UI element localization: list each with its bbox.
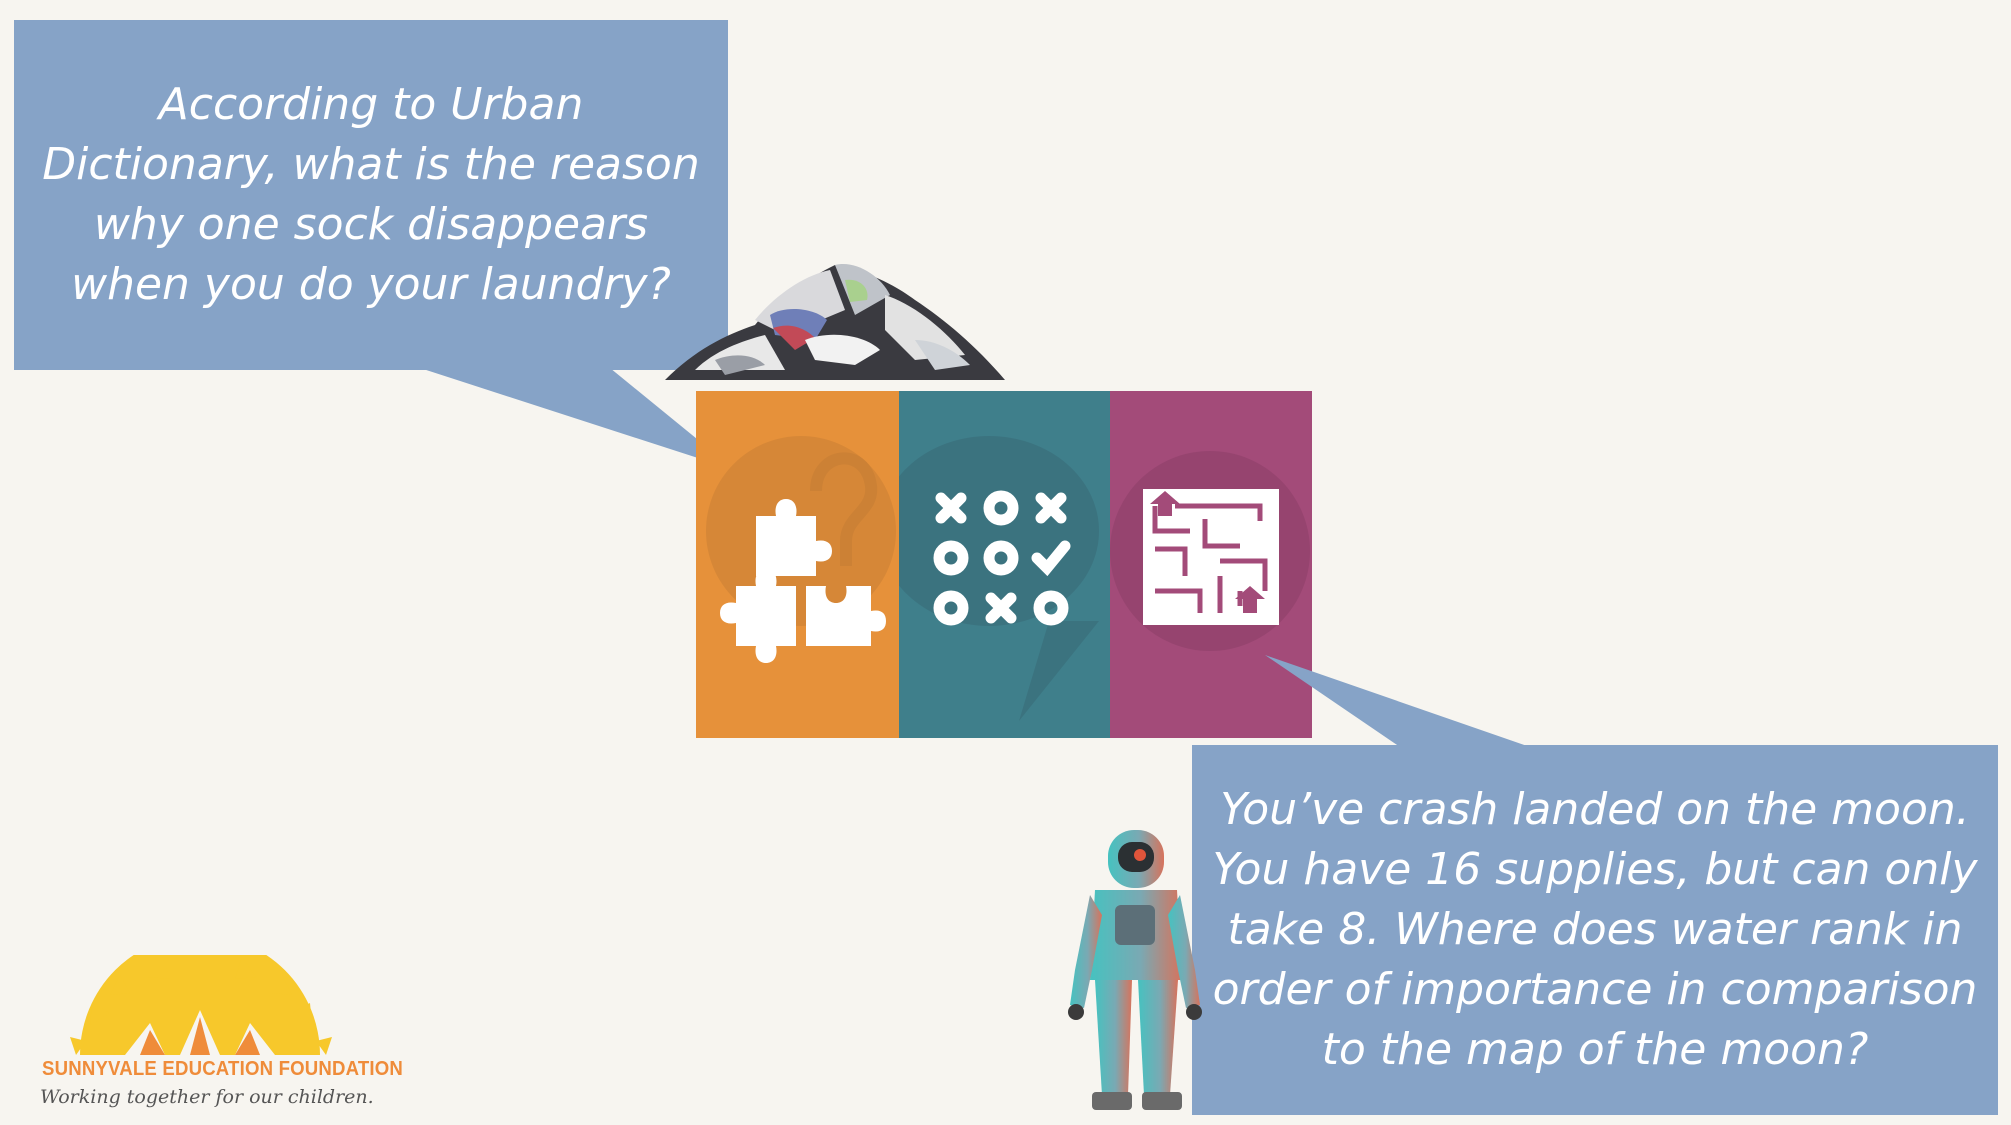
top-question-bubble: According to Urban Dictionary, what is t… — [14, 20, 728, 370]
top-question-text: According to Urban Dictionary, what is t… — [42, 79, 700, 310]
logo-tagline-text: Working together for our children. — [40, 1086, 374, 1108]
logo-name-text: SUNNYVALE EDUCATION FOUNDATION — [42, 1058, 404, 1080]
tic-tac-toe-panel — [899, 391, 1110, 738]
laundry-pile-image — [665, 264, 1005, 380]
puzzle-pieces-icon — [706, 436, 896, 663]
bottom-question-bubble: You’ve crash landed on the moon. You hav… — [1192, 745, 1998, 1115]
maze-panel — [1110, 391, 1312, 738]
puzzle-panel — [696, 391, 899, 738]
astronaut-image — [1068, 830, 1202, 1110]
maze-icon — [1110, 451, 1310, 651]
sunnyvale-sun-logo-icon — [70, 955, 332, 1055]
tic-tac-toe-icon — [899, 436, 1099, 721]
bottom-question-text: You’ve crash landed on the moon. You hav… — [1212, 784, 1978, 1075]
